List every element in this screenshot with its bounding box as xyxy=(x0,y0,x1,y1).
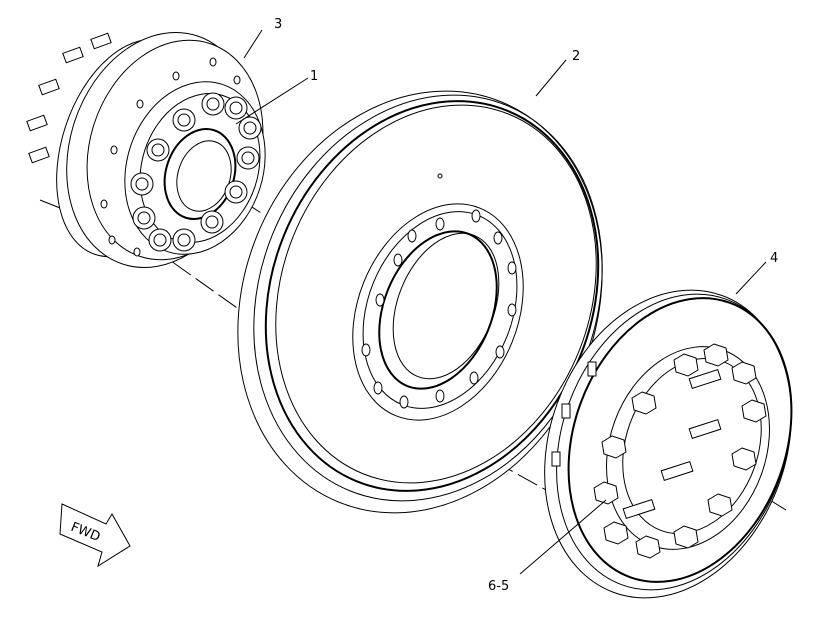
disc-bolt-holes xyxy=(361,209,517,409)
carrier-bolt-heads xyxy=(593,343,767,559)
fwd-arrow-icon: FWD xyxy=(59,503,131,568)
hub-bolt-holes xyxy=(100,57,241,257)
hub-studs xyxy=(26,32,112,164)
callout-6-5: 6-5 xyxy=(488,579,509,594)
carrier-plate xyxy=(544,289,793,599)
leader-lines xyxy=(235,29,767,575)
carrier-studs xyxy=(551,361,597,467)
brake-disc xyxy=(237,90,603,514)
callout-3: 3 xyxy=(274,17,282,32)
callout-4: 4 xyxy=(770,251,778,266)
hub-bolt-heads xyxy=(130,92,262,252)
callout-2: 2 xyxy=(572,49,580,64)
carrier-threaded-studs xyxy=(622,368,722,520)
callout-1: 1 xyxy=(310,69,318,84)
hub-assembly xyxy=(26,32,266,268)
